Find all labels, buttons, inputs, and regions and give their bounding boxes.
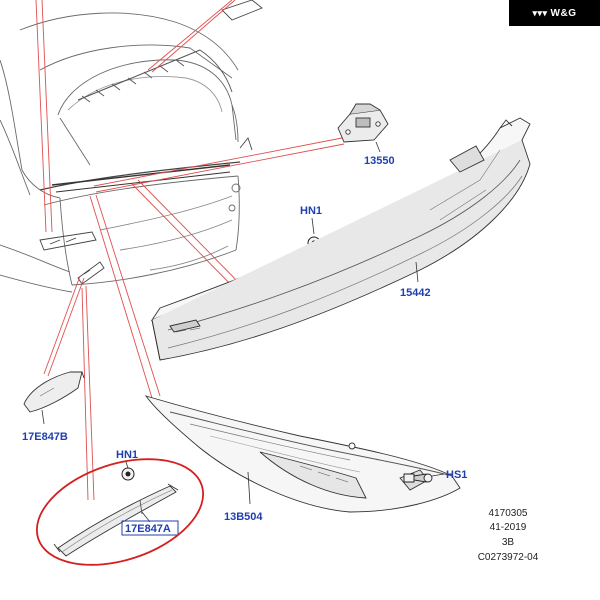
ref-line-3: 3B: [502, 537, 515, 548]
callout-17e847b: 17E847B: [22, 431, 68, 443]
leader-17e847a: [141, 511, 151, 523]
part-13b504-tail-lamp: [144, 395, 461, 513]
ref-line-2: 41-2019: [490, 522, 527, 533]
callout-13550: 13550: [364, 155, 395, 167]
part-17e847b-cover: [23, 371, 85, 413]
watermark-text: W&G: [550, 7, 577, 19]
leader-hs1: [431, 473, 445, 477]
leader-15442: [415, 261, 419, 283]
watermark-badge: ▾▾▾ W&G: [509, 0, 600, 26]
brand-logo-icon: ▾▾▾: [532, 7, 548, 18]
leader-13550: [375, 141, 381, 153]
vehicle-rear-drawing: [0, 0, 263, 293]
hs1-screw-icon: [403, 473, 433, 483]
callout-hs1: HS1: [446, 469, 467, 481]
leader-13b504: [247, 471, 251, 505]
part-17e847a-trim: [53, 483, 179, 557]
leader-17e847b: [41, 409, 45, 425]
part-15442-lightbar: [150, 117, 531, 361]
leader-lines: [35, 0, 345, 501]
leader-hn1-bottom: [125, 461, 129, 469]
callout-17e847a: 17E847A: [125, 523, 171, 535]
callout-hn1-bottom: HN1: [116, 449, 138, 461]
hn1-nut-bottom-icon: [121, 467, 135, 481]
part-13550-lamp: [337, 103, 389, 143]
ref-line-4: C0273972-04: [478, 552, 539, 563]
highlight-ellipse: [35, 458, 205, 566]
leader-hn1-top: [311, 217, 315, 235]
callout-15442: 15442: [400, 287, 431, 299]
callout-17e847a-box: [121, 520, 179, 536]
ref-line-1: 4170305: [489, 508, 528, 519]
callout-hn1-top: HN1: [300, 205, 322, 217]
callout-13b504: 13B504: [224, 511, 263, 523]
